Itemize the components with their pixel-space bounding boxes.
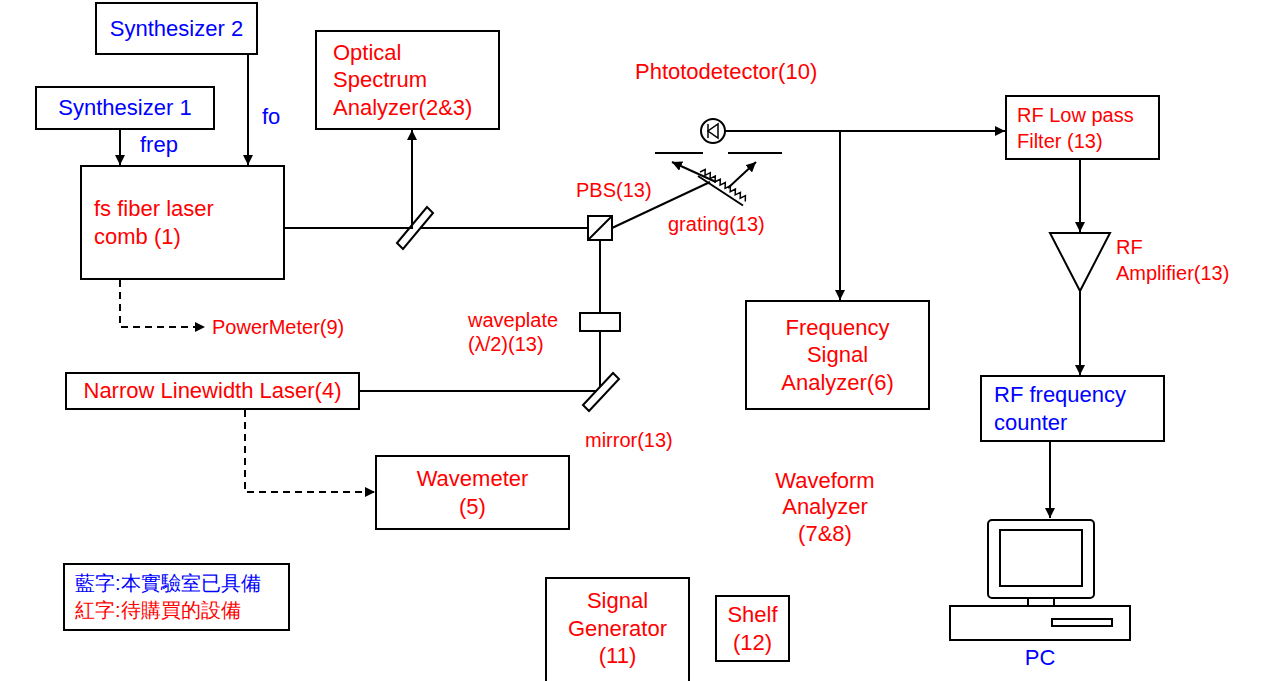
photodiode-symbol [707,124,709,138]
node-label: RF Amplifier(13) [1116,234,1256,286]
diffracted-beam [672,162,716,182]
diffracted-beam [728,162,756,188]
legend-text: 紅字:待購買的設備 [75,599,241,621]
pbs-cube [588,216,612,240]
signal-connector [1049,442,1051,518]
wavemeter-box: Wavemeter (5) [375,455,570,530]
monitor-icon [988,520,1094,598]
signal-connector [285,130,412,228]
signal-connector [820,130,1005,132]
legend-text: 藍字:本實驗室已具備 [75,572,261,594]
node-label: Wavemeter (5) [404,465,541,520]
grating-symbol [700,170,745,202]
node-label: PC [940,644,1140,672]
slit-plate [655,152,703,154]
part-label: grating(13) [668,212,765,236]
signal-connector [1079,291,1081,375]
node-label: Shelf (12) [725,601,780,656]
laser-box: fs fiber laser comb (1) [80,165,285,280]
laser-beam [412,227,588,229]
laser-beam [360,390,600,392]
shelf-box: Shelf (12) [715,595,790,662]
synthesizer-box: Synthesizer 2 [95,2,258,55]
monitor-stand [1028,598,1054,606]
node-label: Optical Spectrum Analyzer(2&3) [333,39,482,122]
part-label: PowerMeter(9) [212,315,344,339]
signal-label: fo [262,104,280,130]
laser-beam [612,182,710,228]
photodiode-symbol [708,124,718,138]
counter-box: RF frequency counter [980,375,1165,442]
power-meter-link [120,280,205,327]
legend-color-sample: 紅字:待購買的設備 [75,599,241,621]
node-label: RF Low pass Filter (13) [1017,102,1148,154]
computer: PC [940,518,1140,673]
amplifier-triangle: RF Amplifier(13) [1048,232,1258,292]
signal-connector [820,131,840,300]
computer-icon [940,518,1140,643]
amplifier-symbol [1050,233,1110,291]
pbs-diagonal [588,216,612,240]
part-label: waveplate (λ/2)(13) [468,308,568,356]
node-label: Frequency Signal Analyzer(6) [764,314,911,397]
mirror-symbol [583,373,619,411]
drive-slot [1052,619,1112,626]
monitor-screen [1000,530,1082,586]
signal-connector [1079,160,1081,232]
waveplate-symbol [580,313,620,331]
node-label: Synthesizer 1 [43,94,207,122]
signal-connector [245,410,375,492]
part-label: mirror(13) [585,428,673,452]
node-label: Narrow Linewidth Laser(4) [77,377,348,405]
signal-label: frep [140,132,178,158]
node-label: Synthesizer 2 [103,15,250,43]
analyzer-box: Optical Spectrum Analyzer(2&3) [315,30,500,130]
amplifier-icon [1048,232,1112,292]
part-label: PBS(13) [576,178,652,202]
legend-color-sample: 藍字:本實驗室已具備 [75,572,261,594]
photodetector: Phtotodetector(10) [628,58,820,148]
node-label: Signal Generator (11) [557,587,678,670]
generator-box: Signal Generator (11) [545,577,690,681]
signal-wire [725,130,820,132]
signal-connector [119,130,121,165]
signal-connector [247,55,249,165]
legend-box: 藍字:本實驗室已具備紅字:待購買的設備 [63,563,290,631]
analyzer-box: Frequency Signal Analyzer(6) [745,300,930,410]
slit-plate [728,152,782,154]
instrument-label: Waveform Analyzer (7&8) [755,468,895,547]
node-label: Phtotodetector(10) [635,58,820,86]
computer-case [950,606,1130,640]
photodiode-symbol [701,119,725,143]
node-label: RF frequency counter [994,381,1151,436]
filter-box: RF Low pass Filter (13) [1005,95,1160,160]
laser-box: Narrow Linewidth Laser(4) [65,372,360,410]
node-label: fs fiber laser comb (1) [94,195,243,250]
synthesizer-box: Synthesizer 1 [35,86,215,130]
